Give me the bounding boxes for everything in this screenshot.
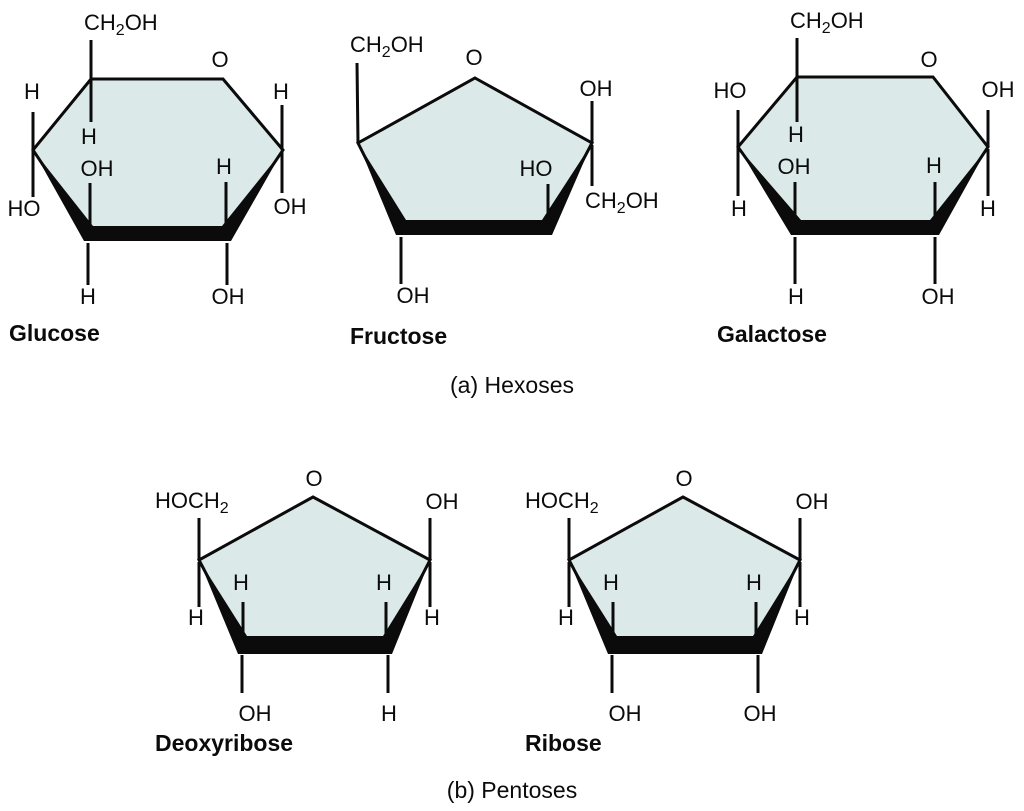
- glucose-c1-oh-label: OH: [274, 194, 307, 219]
- glucose-name: Glucose: [9, 320, 100, 346]
- deoxyribose-c3-h-label: H: [233, 570, 249, 595]
- galactose-c4-ho-label: HO: [714, 78, 747, 103]
- fructose-c3-ho-label: HO: [520, 156, 553, 181]
- ribose-bonds: [567, 518, 802, 693]
- ribose-c1-oh-label: OH: [796, 489, 829, 514]
- galactose-c1-oh-label: OH: [982, 77, 1015, 102]
- deoxyribose-c2-h-label: H: [376, 570, 392, 595]
- galactose-c3-oh-label: OH: [778, 154, 811, 179]
- ribose-ring-oxygen-label: O: [675, 466, 692, 491]
- galactose-bonds: [736, 38, 990, 284]
- ribose-c3-oh-label: OH: [609, 701, 642, 726]
- glucose-c2-h-label: H: [216, 154, 232, 179]
- deoxyribose-structure: HOCH2 O H H OH H H OH H Deoxyribose: [155, 466, 459, 756]
- glucose-c2-oh-label: OH: [212, 284, 245, 309]
- galactose-structure: CH2OH O HO H H OH H H OH OH H Galactose: [714, 8, 1015, 347]
- ribose-hoch2-label: HOCH2: [525, 488, 599, 517]
- glucose-c5-h-label: H: [81, 124, 97, 149]
- deoxyribose-c2-h-down-label: H: [381, 701, 397, 726]
- deoxyribose-bonds: [197, 518, 432, 693]
- deoxyribose-name: Deoxyribose: [155, 730, 293, 756]
- fructose-name: Fructose: [350, 323, 447, 349]
- galactose-ring-oxygen-label: O: [920, 47, 937, 72]
- deoxyribose-c4-h-label: H: [188, 605, 204, 630]
- glucose-c3-h-label: H: [80, 284, 96, 309]
- ribose-c3-h-label: H: [603, 570, 619, 595]
- fructose-c4-oh-label: OH: [397, 283, 430, 308]
- ribose-name: Ribose: [525, 730, 602, 756]
- fructose-structure: CH2OH O OH CH2OH HO OH Fructose: [350, 32, 659, 349]
- galactose-c5-h-label: H: [788, 122, 804, 147]
- glucose-ring-oxygen-label: O: [211, 47, 228, 72]
- glucose-c4-ho-label: HO: [8, 196, 41, 221]
- ribose-c1-h-label: H: [794, 605, 810, 630]
- deoxyribose-c1-h-label: H: [424, 605, 440, 630]
- ribose-c2-oh-label: OH: [744, 701, 777, 726]
- caption-hexoses: (a) Hexoses: [450, 372, 574, 398]
- fructose-bonds: [355, 62, 594, 284]
- deoxyribose-ring-oxygen-label: O: [305, 466, 322, 491]
- galactose-c3-h-label: H: [788, 284, 804, 309]
- caption-pentoses: (b) Pentoses: [446, 777, 578, 803]
- deoxyribose-c3-oh-label: OH: [239, 701, 272, 726]
- galactose-name: Galactose: [717, 321, 827, 347]
- fructose-ring-oxygen-label: O: [465, 45, 482, 70]
- ribose-structure: HOCH2 O H H OH H OH OH H Ribose: [525, 466, 829, 756]
- galactose-c2-oh-label: OH: [922, 284, 955, 309]
- galactose-ch2oh-label: CH2OH: [790, 8, 864, 37]
- ribose-c4-h-label: H: [558, 605, 574, 630]
- galactose-c2-h-label: H: [926, 153, 942, 178]
- fructose-c2-oh-label: OH: [580, 76, 613, 101]
- deoxyribose-c1-oh-label: OH: [426, 489, 459, 514]
- galactose-c1-h-label: H: [980, 196, 996, 221]
- ribose-c2-h-label: H: [746, 570, 762, 595]
- glucose-structure: CH2OH O H HO H OH H H OH H OH Glucose: [8, 10, 307, 346]
- glucose-c3-oh-label: OH: [81, 156, 114, 181]
- galactose-c4-h-label: H: [731, 196, 747, 221]
- fructose-ch2oh-right-label: CH2OH: [585, 188, 659, 217]
- glucose-ch2oh-label: CH2OH: [84, 10, 158, 39]
- glucose-bonds: [31, 40, 284, 285]
- deoxyribose-hoch2-label: HOCH2: [155, 488, 229, 517]
- glucose-c1-h-label: H: [273, 79, 289, 104]
- glucose-c4-h-label: H: [24, 79, 40, 104]
- fructose-ch2oh-left-label: CH2OH: [350, 32, 424, 61]
